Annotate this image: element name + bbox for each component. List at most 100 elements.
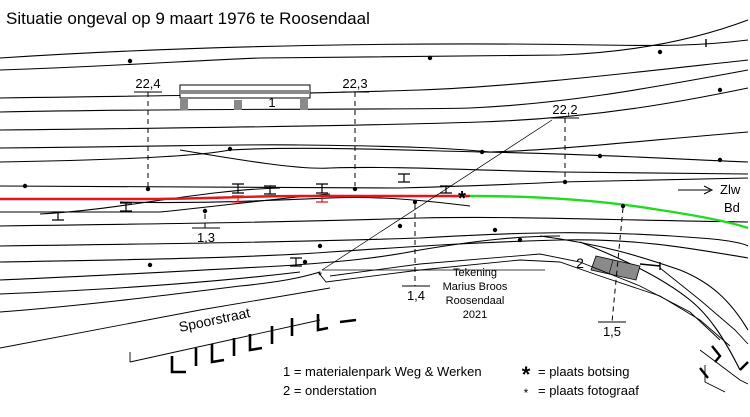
legend: 1 = materialenpark Weg & Werken 2 = onde… — [283, 362, 639, 400]
area-outlines — [0, 253, 749, 393]
substation-building — [590, 255, 641, 281]
collision-marker: * — [458, 188, 466, 210]
red-track — [0, 194, 470, 201]
house-block — [248, 334, 263, 352]
track-lower-1 — [0, 216, 749, 227]
legend-item-3: = plaats botsing — [538, 364, 629, 379]
legend-collision-symbol: * — [522, 362, 531, 387]
right-building — [699, 367, 709, 379]
switch-dot — [657, 49, 663, 55]
platform-outline-inner — [329, 253, 721, 341]
switch-dot — [127, 58, 133, 64]
substation-divider — [608, 259, 614, 275]
green-track — [469, 194, 749, 230]
building-1-shade — [180, 90, 310, 94]
track-top-7 — [0, 147, 749, 163]
track-top-1 — [0, 39, 749, 59]
track-siding-right — [539, 235, 749, 331]
substation-track — [639, 263, 661, 267]
right-buildings — [699, 345, 749, 379]
track-top-2 — [0, 19, 749, 71]
arrow-head — [703, 185, 714, 195]
diagram-title: Situatie ongeval op 9 maart 1976 te Roos… — [6, 9, 370, 28]
house-block — [210, 344, 225, 364]
photographer-marker: * — [318, 270, 323, 282]
track-lower-6 — [0, 271, 321, 313]
km-label-223: 22,3 — [342, 76, 367, 91]
legend-item-2: 2 = onderstation — [283, 383, 377, 398]
house-block — [170, 356, 186, 374]
switch-dot — [479, 149, 485, 155]
legend-photographer-symbol: * — [524, 386, 529, 400]
km-marker-lines — [147, 92, 624, 323]
signal-marker — [52, 211, 64, 221]
credit-line-2: Marius Broos — [443, 281, 508, 293]
switch-dot — [492, 227, 498, 233]
switch-dot — [352, 186, 358, 192]
track-top-4 — [0, 69, 749, 113]
direction-label-zlw: Zlw — [720, 182, 741, 197]
km-label-15: 1,5 — [603, 324, 621, 339]
switch-dot — [302, 259, 308, 265]
signal-marker — [398, 173, 410, 183]
legend-item-1: 1 = materialenpark Weg & Werken — [283, 364, 482, 379]
road-edge-2 — [129, 319, 321, 363]
credit-line-1: Tekening — [453, 267, 497, 279]
street-name: Spoorstraat — [177, 304, 251, 335]
track-top-5 — [0, 87, 749, 131]
sight-lines — [321, 119, 553, 271]
signal-marker — [120, 202, 132, 212]
switch-dot — [227, 146, 233, 152]
track-top-6 — [0, 131, 749, 153]
road-edge — [0, 287, 331, 349]
switch-dot — [517, 237, 523, 243]
substation — [590, 255, 641, 281]
building-1-label: 1 — [268, 95, 275, 110]
track-cross-1 — [39, 187, 281, 215]
km-label-224: 22,4 — [135, 76, 160, 91]
switch-dot — [202, 208, 208, 214]
credit-block: Tekening Marius Broos Roosendaal 2021 — [443, 267, 508, 321]
track-cross-2 — [119, 196, 471, 207]
km-label-222: 22,2 — [552, 102, 577, 117]
signal-marker — [264, 185, 276, 195]
right-building — [739, 361, 749, 371]
switch-dot — [620, 203, 626, 209]
house-block — [316, 314, 329, 332]
signal-marker — [316, 183, 328, 194]
switch-dot — [412, 199, 418, 205]
km-marker-bars — [134, 91, 626, 323]
direction-label-bd: Bd — [724, 200, 740, 215]
switch-dot — [397, 223, 403, 229]
track-lower-3 — [0, 239, 749, 263]
platform-outline — [317, 259, 731, 347]
legend-item-4: = plaats fotograaf — [538, 383, 639, 398]
building-1-col — [180, 98, 188, 110]
credit-line-3: Roosendaal — [446, 295, 505, 307]
switch-dot — [597, 153, 603, 159]
track-siding-right-2 — [579, 241, 741, 371]
building-2-label: 2 — [576, 255, 584, 271]
house-block — [339, 318, 357, 324]
switch-dot — [717, 87, 723, 93]
km-line-15 — [611, 207, 624, 323]
signal-marker — [232, 183, 244, 194]
signal-marker — [232, 195, 244, 203]
signals — [52, 173, 452, 267]
km-label-13: 1,3 — [197, 230, 215, 245]
track-lower-4 — [0, 235, 561, 281]
signal-marker — [290, 257, 302, 267]
building-1-col — [300, 98, 308, 110]
switch-points — [22, 49, 723, 268]
signal-marker — [316, 195, 328, 203]
track-lower-2 — [0, 232, 749, 247]
right-building — [711, 345, 722, 363]
switch-dot — [427, 55, 433, 61]
building-1 — [179, 84, 311, 110]
switch-dot — [22, 183, 28, 189]
km-label-14: 1,4 — [407, 288, 425, 303]
credit-line-4: 2021 — [463, 309, 487, 321]
sight-line-1 — [321, 119, 553, 271]
